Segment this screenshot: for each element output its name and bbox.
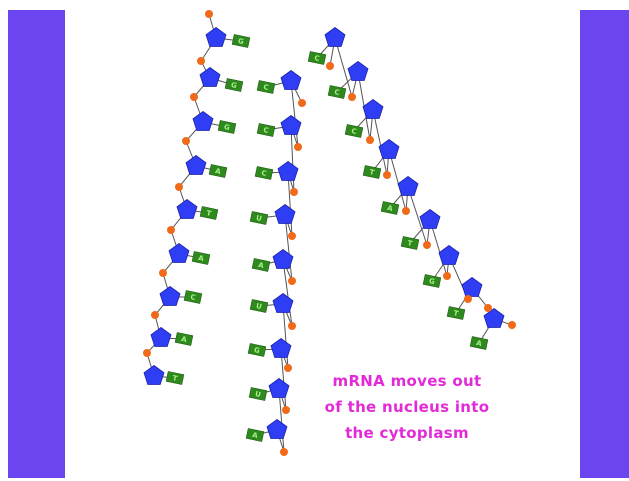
nucleotide-base: U [250,211,268,224]
backbone-line [330,38,512,325]
sugar-pentagon [420,210,440,229]
sugar-pentagon [439,246,459,265]
nucleotide-base: C [184,290,202,303]
phosphate-circle [284,364,292,372]
phosphate-circle [175,183,183,191]
sugar-pentagon [398,177,418,196]
sugar-pentagon [269,379,289,398]
phosphate-circle [288,277,296,285]
nucleotide-base: T [447,306,465,319]
left-border-bar [8,10,65,478]
sugar-pentagon [144,366,164,385]
phosphate-circle [464,295,472,303]
caption: mRNA moves out of the nucleus into the c… [322,368,492,446]
nucleotide-base: T [363,165,381,178]
nucleotide-base: A [381,201,399,214]
sugar-pentagon [281,71,301,90]
caption-line-3: the cytoplasm [322,420,492,446]
phosphate-circle [143,349,151,357]
phosphate-circle [159,269,167,277]
phosphate-circle [508,321,516,329]
nucleotide-base: U [249,387,267,400]
sugar-pentagon [267,420,287,439]
phosphate-circle [423,241,431,249]
nucleotide-base: G [218,120,236,133]
caption-line-2: of the nucleus into [322,394,492,420]
nucleotide-base: C [345,124,363,137]
nucleotide-base: A [192,251,210,264]
sugar-pentagon [160,287,180,306]
phosphate-circle [298,99,306,107]
strand-mrna: C C C U A U G U A [246,71,306,457]
phosphate-circle [383,171,391,179]
phosphate-circle [288,322,296,330]
nucleotide-base: U [250,299,268,312]
strand-dna-left: G G G A T A C A T [143,10,250,385]
nucleotide-base: C [255,166,273,179]
phosphate-circle [348,93,356,101]
phosphate-circle [443,272,451,280]
nucleotide-base: A [252,258,270,271]
sugar-pentagon [169,244,189,263]
phosphate-circle [190,93,198,101]
phosphate-circle [282,406,290,414]
phosphate-circle [167,226,175,234]
nucleotide-base: A [470,336,488,349]
sugar-pentagon [206,28,226,47]
sugar-pentagon [177,200,197,219]
nucleotide-base: G [225,78,243,91]
sugar-pentagon [281,116,301,135]
strand-dna-right: C C C T A T G T A [308,28,516,350]
nucleotide-base: C [257,80,275,93]
sugar-pentagon [275,205,295,224]
phosphate-circle [484,304,492,312]
sugar-pentagon [193,112,213,131]
caption-line-1: mRNA moves out [322,368,492,394]
nucleotide-base: T [166,371,184,384]
phosphate-circle [151,311,159,319]
sugar-pentagon [186,156,206,175]
sugar-pentagon [379,140,399,159]
phosphate-circle [197,57,205,65]
sugar-pentagon [271,339,291,358]
phosphate-circle [288,232,296,240]
phosphate-circle [205,10,213,18]
sugar-pentagon [462,278,482,297]
sugar-pentagon [278,162,298,181]
sugar-pentagon [325,28,345,47]
nucleotide-base: A [209,164,227,177]
phosphate-circle [182,137,190,145]
phosphate-circle [402,207,410,215]
sugar-pentagon [151,328,171,347]
nucleotide-base: C [308,51,326,64]
sugar-pentagon [348,62,368,81]
right-border-bar [580,10,629,478]
sugar-pentagon [200,68,220,87]
phosphate-circle [290,188,298,196]
phosphate-circle [280,448,288,456]
backbone-line [147,14,216,376]
nucleotide-base: C [257,123,275,136]
nucleotide-base: G [423,274,441,287]
sugar-pentagon [363,100,383,119]
sugar-pentagon [273,250,293,269]
phosphate-circle [294,143,302,151]
nucleotide-base: T [401,236,419,249]
phosphate-circle [326,62,334,70]
nucleotide-base: G [248,343,266,356]
nucleotide-base: T [200,206,218,219]
sugar-pentagon [273,294,293,313]
nucleotide-base: G [232,34,250,47]
nucleotide-base: A [246,428,264,441]
nucleotide-base: A [175,332,193,345]
nucleotide-base: C [328,85,346,98]
phosphate-circle [366,136,374,144]
